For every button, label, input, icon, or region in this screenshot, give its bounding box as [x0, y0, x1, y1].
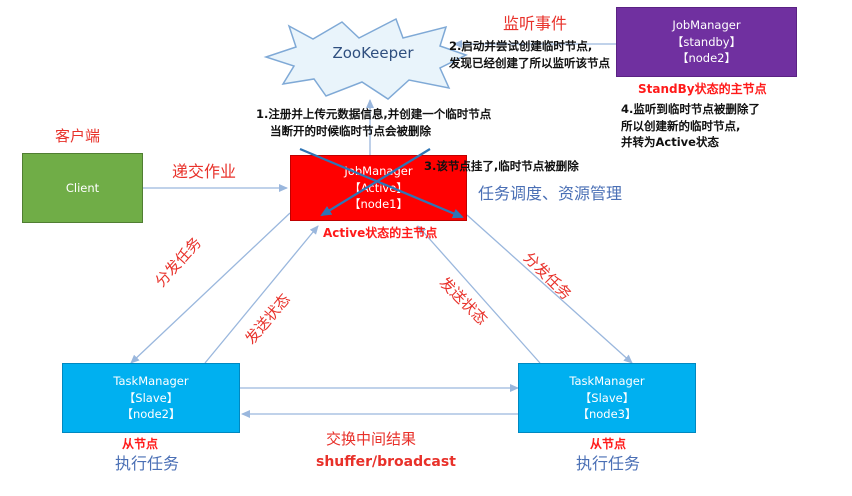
cross-line-down — [299, 147, 464, 219]
tm-left-title: TaskManager — [113, 373, 189, 388]
tm-right-title: TaskManager — [569, 373, 645, 388]
step4-line1: 4.监听到临时节点被删除了 — [621, 102, 760, 116]
taskmanager-right-box: TaskManager 【Slave】 【node3】 — [518, 363, 696, 433]
listen-event-label: 监听事件 — [503, 14, 568, 33]
taskmanager-left-box: TaskManager 【Slave】 【node2】 — [62, 363, 240, 433]
step1-line2: 当断开的时候临时节点会被删除 — [270, 124, 431, 139]
cross-line-up — [320, 148, 431, 217]
exchange-label: 交换中间结果 — [326, 430, 417, 448]
tm-left-state: 【Slave】 — [123, 390, 179, 405]
standby-node: 【node2】 — [676, 51, 737, 66]
scheduling-label: 任务调度、资源管理 — [478, 184, 623, 203]
tm-right-state: 【Slave】 — [579, 390, 635, 405]
tm-right-tag: 从节点 — [590, 437, 627, 451]
zookeeper-label: ZooKeeper — [332, 44, 414, 62]
active-state: 【Active】 — [349, 180, 408, 195]
step2-line2: 发现已经创建了所以监听该节点 — [449, 56, 610, 71]
step2-line1: 2.启动并尝试创建临时节点, — [449, 39, 593, 53]
step4-line3: 并转为Active状态 — [621, 135, 719, 150]
active-node: 【node1】 — [348, 197, 409, 212]
tm-left-caption: 执行任务 — [115, 454, 180, 473]
arrow-active-to-tm-right — [466, 214, 633, 364]
active-tag: Active状态的主节点 — [323, 226, 438, 240]
tm-left-tag: 从节点 — [122, 437, 159, 451]
arrow-tm-left-to-active — [204, 225, 319, 364]
client-box: Client — [22, 153, 143, 223]
step4-note: 4.监听到临时节点被删除了 所以创建新的临时节点, 并转为Active状态 — [621, 101, 760, 151]
step2-note: 2.启动并尝试创建临时节点, 发现已经创建了所以监听该节点 — [449, 38, 610, 73]
standby-tag: StandBy状态的主节点 — [638, 82, 767, 96]
client-label: Client — [65, 180, 100, 195]
standby-state: 【standby】 — [671, 34, 742, 49]
shuffle-label: shuffer/broadcast — [316, 454, 456, 470]
standby-title: JobManager — [672, 17, 741, 32]
standby-jobmanager-box: JobManager 【standby】 【node2】 — [616, 7, 797, 77]
submit-job-label: 递交作业 — [172, 162, 237, 181]
arrow-tm-right-to-active — [417, 225, 541, 364]
tm-right-caption: 执行任务 — [576, 454, 641, 473]
tm-right-node: 【node3】 — [577, 407, 637, 422]
step3-note: 3.该节点挂了,临时节点被删除 — [424, 159, 579, 173]
zookeeper-shape — [263, 17, 468, 100]
step1-line1: 1.注册并上传元数据信息,并创建一个临时节点 — [256, 107, 492, 121]
step1-note: 1.注册并上传元数据信息,并创建一个临时节点 当断开的时候临时节点会被删除 — [256, 106, 491, 141]
arrow-active-to-tm-left — [130, 212, 291, 364]
step4-line2: 所以创建新的临时节点, — [621, 118, 741, 133]
active-jobmanager-box: JobManager 【Active】 【node1】 — [290, 155, 467, 221]
client-caption: 客户端 — [55, 127, 101, 145]
tm-left-node: 【node2】 — [121, 407, 181, 422]
